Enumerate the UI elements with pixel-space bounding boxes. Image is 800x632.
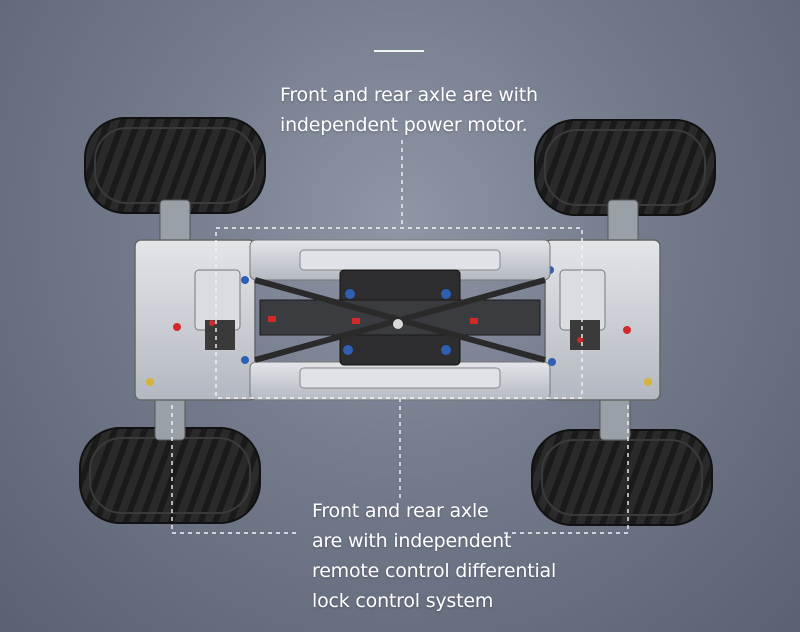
rear-axle-assembly [544, 239, 661, 401]
bottom-caption: Front and rear axle are with independent… [312, 496, 556, 616]
main-chassis [249, 239, 551, 401]
decorative-top-line [374, 50, 424, 52]
tire-rear-right [531, 429, 713, 526]
bottom-caption-line-1: Front and rear axle [312, 500, 489, 522]
dashed-callout-lines [171, 140, 629, 534]
top-caption-line-1: Front and rear axle are with [280, 84, 538, 106]
top-caption-line-2: independent power motor. [280, 114, 528, 136]
tire-front-left [84, 117, 266, 214]
top-caption: Front and rear axle are with independent… [280, 80, 538, 140]
tire-rear-left [79, 427, 261, 524]
bottom-caption-line-2: are with independent [312, 530, 512, 552]
bottom-caption-line-3: remote control differential [312, 560, 557, 582]
bottom-caption-line-4: lock control system [312, 590, 494, 612]
front-axle-assembly [134, 239, 256, 401]
wheel-hubs [154, 199, 639, 441]
